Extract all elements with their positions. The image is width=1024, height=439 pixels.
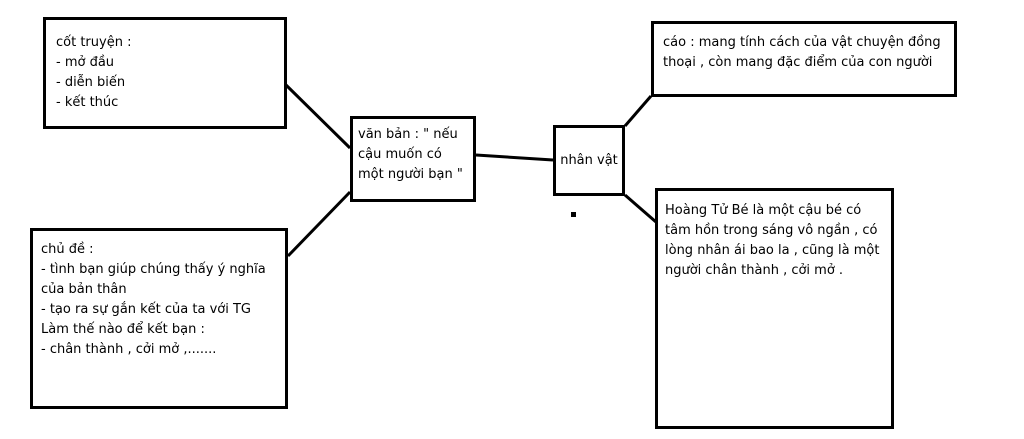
theme-line: - tạo ra sự gắn kết của ta với TG (41, 302, 251, 317)
character-node: nhân vật (553, 125, 625, 196)
fox-node: cáo : mang tính cách của vật chuyện đồng… (651, 21, 957, 97)
little-prince-line: tâm hồn trong sáng vô ngần , có (665, 223, 878, 238)
plot-line: - mở đầu (56, 55, 115, 70)
theme-line: - tình bạn giúp chúng thấy ý nghĩa (41, 262, 266, 277)
edge-character-fox (623, 95, 653, 127)
plot-line: - diễn biến (56, 75, 126, 90)
edge-plot-center (284, 83, 352, 150)
edge-character-little-prince (624, 193, 657, 224)
plot-line: - kết thúc (56, 95, 119, 110)
fox-line: cáo : mang tính cách của vật chuyện đồng (663, 35, 941, 50)
center-line: văn bản : " nếu (358, 127, 458, 142)
character-label: nhân vật (560, 152, 618, 168)
edge-center-character (475, 153, 554, 162)
little-prince-line: người chân thành , cởi mở . (665, 263, 844, 278)
plot-node: cốt truyện : - mở đầu - diễn biến - kết … (43, 17, 287, 129)
theme-line: chủ đề : (41, 242, 94, 257)
stray-dot (571, 212, 576, 217)
little-prince-line: lòng nhân ái bao la , cũng là một (665, 243, 880, 258)
little-prince-node: Hoàng Tử Bé là một cậu bé có tâm hồn tro… (655, 188, 894, 429)
edge-theme-center (286, 190, 352, 258)
little-prince-line: Hoàng Tử Bé là một cậu bé có (665, 203, 862, 218)
center-node: văn bản : " nếu cậu muốn có một người bạ… (350, 116, 476, 202)
theme-line: - chân thành , cởi mở ,....... (41, 342, 217, 357)
plot-line: cốt truyện : (56, 35, 132, 50)
theme-line: Làm thế nào để kết bạn : (41, 322, 205, 337)
center-line: cậu muốn có (358, 147, 442, 162)
center-line: một người bạn " (358, 167, 463, 182)
fox-line: thoại , còn mang đặc điểm của con người (663, 55, 933, 70)
theme-line: của bản thân (41, 282, 127, 297)
theme-node: chủ đề : - tình bạn giúp chúng thấy ý ng… (30, 228, 288, 409)
